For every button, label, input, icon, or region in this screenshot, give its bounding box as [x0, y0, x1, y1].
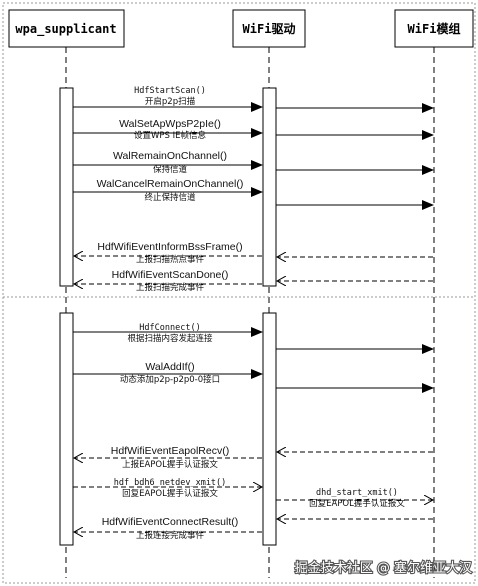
- message-name: dhd_start_xmit(): [316, 488, 398, 498]
- message-desc: 动态添加p2p-p2p0-0接口: [120, 374, 220, 385]
- message-name: HdfConnect(): [139, 323, 200, 333]
- message-wal-set-ap-wps-p2p-ie: WalSetApWpsP2pIe() 设置WPS IE帧信息: [73, 118, 263, 141]
- participant-driver-label: WiFi驱动: [243, 22, 296, 36]
- participant-module-label: WiFi模组: [408, 21, 461, 36]
- activation-driver-connect: [262, 312, 277, 546]
- message-dhd-start-xmit: dhd_start_xmit() 回复EAPOL握手认证报文: [276, 488, 433, 509]
- message-desc: 设置WPS IE帧信息: [134, 130, 207, 141]
- message-name: WalSetApWpsP2pIe(): [119, 118, 221, 130]
- participant-driver: WiFi驱动: [232, 9, 306, 48]
- message-desc: 终止保持信道: [144, 192, 196, 203]
- message-desc: 回复EAPOL握手认证报文: [122, 488, 218, 499]
- message-desc: 根据扫描内容发起连接: [127, 333, 213, 344]
- message-desc: 上报扫描完成事件: [136, 282, 205, 293]
- message-hdf-start-scan: HdfStartScan() 开启p2p扫描: [73, 86, 263, 112]
- message-desc: 上报连接完成事件: [136, 530, 205, 541]
- message-desc: 回复EAPOL握手认证报文: [309, 498, 405, 509]
- participant-module: WiFi模组: [394, 9, 474, 48]
- message-name: HdfWifiEventConnectResult(): [102, 516, 239, 528]
- message-hdf-connect: HdfConnect() 根据扫描内容发起连接: [73, 323, 263, 344]
- message-name: hdf_bdh6_netdev_xmit(): [114, 478, 227, 488]
- message-hdf-wifi-event-eapol-recv: HdfWifiEventEapolRecv() 上报EAPOL握手认证报文: [74, 445, 262, 470]
- activation-supplicant-connect: [59, 312, 74, 546]
- message-name: WalCancelRemainOnChannel(): [97, 178, 244, 190]
- activation-supplicant-scan: [59, 87, 74, 287]
- message-name: WalRemainOnChannel(): [113, 150, 227, 162]
- message-wal-add-if: WalAddIf() 动态添加p2p-p2p0-0接口: [73, 361, 263, 385]
- message-name: HdfStartScan(): [134, 86, 206, 96]
- message-hdf-bdh6-netdev-xmit: hdf_bdh6_netdev_xmit() 回复EAPOL握手认证报文: [73, 478, 262, 499]
- message-desc: 开启p2p扫描: [145, 96, 196, 107]
- message-wal-cancel-remain-on-channel: WalCancelRemainOnChannel() 终止保持信道: [73, 178, 263, 203]
- message-hdf-wifi-event-scan-done: HdfWifiEventScanDone() 上报扫描完成事件: [74, 269, 262, 293]
- message-desc: 保持信道: [153, 164, 188, 175]
- participant-supplicant: wpa_supplicant: [8, 9, 125, 48]
- activation-driver-scan: [262, 87, 277, 287]
- message-name: HdfWifiEventScanDone(): [112, 269, 229, 281]
- message-desc: 上报扫描热点事件: [136, 254, 205, 265]
- watermark-text: 掘金技术社区 @ 塞尔维亚大汉: [295, 560, 472, 576]
- message-name: HdfWifiEventInformBssFrame(): [97, 241, 242, 253]
- message-name: WalAddIf(): [145, 361, 194, 373]
- message-wal-remain-on-channel: WalRemainOnChannel() 保持信道: [73, 150, 263, 175]
- message-desc: 上报EAPOL握手认证报文: [122, 459, 218, 470]
- message-name: HdfWifiEventEapolRecv(): [111, 445, 229, 457]
- message-hdf-wifi-event-inform-bss-frame: HdfWifiEventInformBssFrame() 上报扫描热点事件: [74, 241, 262, 265]
- participant-supplicant-label: wpa_supplicant: [15, 22, 116, 37]
- message-hdf-wifi-event-connect-result: HdfWifiEventConnectResult() 上报连接完成事件: [74, 516, 262, 541]
